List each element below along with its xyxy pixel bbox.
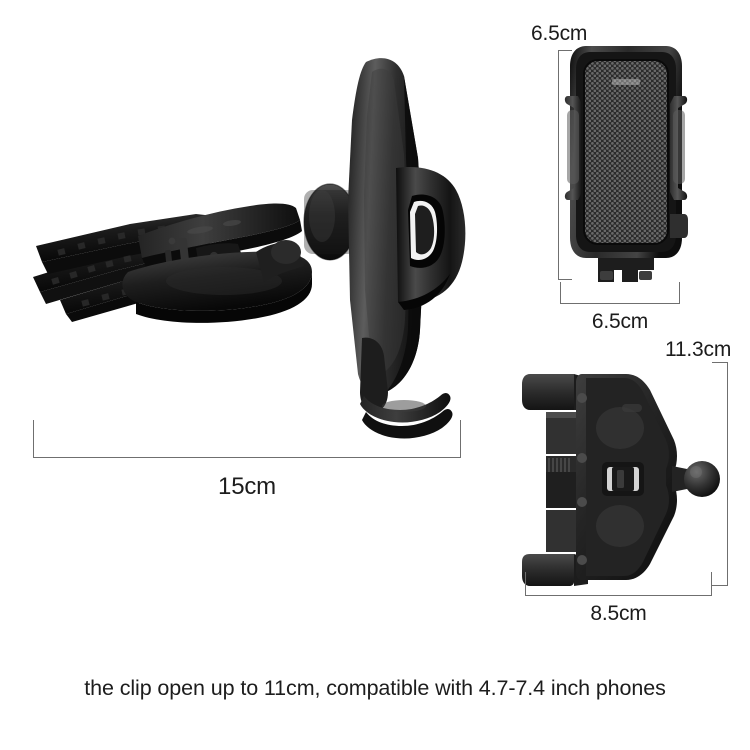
compatibility-caption: the clip open up to 11cm, compatible wit… bbox=[84, 676, 666, 700]
phone-cradle-hook bbox=[360, 337, 453, 439]
textured-grip-pad bbox=[584, 60, 668, 244]
dimension-label-back-width: 8.5cm bbox=[590, 602, 647, 625]
holder-back-plate bbox=[348, 58, 424, 394]
dimension-label-front-width: 6.5cm bbox=[591, 310, 649, 333]
adjustment-knob bbox=[303, 183, 357, 261]
back-housing bbox=[576, 374, 677, 580]
back-view-illustration bbox=[516, 366, 721, 588]
ball-joint-arm bbox=[256, 240, 304, 282]
dimension-bracket-main-width bbox=[33, 420, 461, 458]
bottom-mount-prongs bbox=[598, 258, 654, 282]
dimension-bracket-back-height bbox=[712, 362, 728, 586]
side-release-tab bbox=[670, 214, 688, 238]
front-view-illustration bbox=[564, 42, 688, 290]
main-product-illustration bbox=[0, 0, 500, 470]
hinge-pin-top bbox=[577, 393, 587, 403]
hinge-pin-lower-mid bbox=[577, 497, 587, 507]
dimension-label-main-width: 15cm bbox=[218, 473, 276, 500]
side-grip-arm bbox=[396, 166, 466, 310]
dimension-bracket-back-width bbox=[525, 572, 712, 596]
dimension-bracket-front-width bbox=[560, 282, 680, 304]
dimension-label-front-height: 6.5cm bbox=[531, 22, 588, 45]
recess-upper bbox=[596, 407, 644, 449]
dimension-bracket-front-height bbox=[558, 50, 572, 280]
brand-mark bbox=[612, 79, 640, 85]
hinge-pin-upper-mid bbox=[577, 453, 587, 463]
hinge-pin-bottom bbox=[577, 555, 587, 565]
ball-joint bbox=[672, 461, 720, 497]
recess-lower bbox=[596, 505, 644, 547]
dimension-label-back-height: 11.3cm bbox=[665, 338, 732, 361]
center-latch bbox=[602, 462, 644, 496]
